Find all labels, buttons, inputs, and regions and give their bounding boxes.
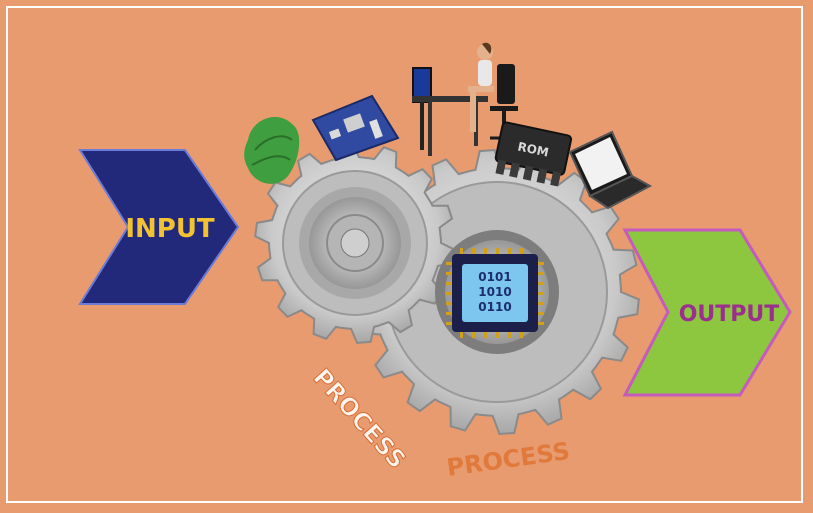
diagram-frame: [6, 6, 803, 503]
motherboard-icon: [311, 94, 400, 162]
computer-user-icon: [412, 42, 518, 156]
rom-label: ROM: [516, 139, 550, 159]
process-label-2: PROCESS: [445, 437, 572, 482]
rom-chip-icon: ROM: [494, 121, 573, 187]
input-label: INPUT: [125, 214, 215, 244]
cpu-chip-icon: 0101 1010 0110: [435, 230, 559, 354]
chip-line-3: 0110: [478, 300, 511, 314]
output-label: OUTPUT: [679, 302, 780, 327]
chip-line-2: 1010: [478, 285, 511, 299]
laptop-icon: [568, 130, 653, 210]
output-arrow: OUTPUT: [622, 228, 792, 397]
leaf-icon: [244, 117, 300, 184]
chip-line-1: 0101: [478, 270, 511, 284]
input-arrow: INPUT: [78, 149, 240, 305]
small-gear-hub: [299, 187, 411, 299]
process-label-1: PROCESS: [308, 363, 412, 474]
